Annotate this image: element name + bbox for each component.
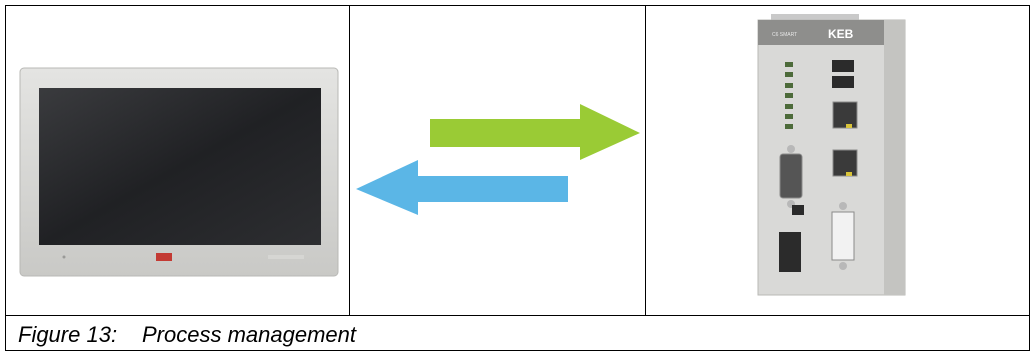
controller-top-strip <box>758 20 884 45</box>
figure-label: Figure 13: <box>18 322 118 347</box>
dvi-connector-icon <box>831 211 855 261</box>
bidirectional-arrows-illustration <box>356 104 640 215</box>
display-logo <box>156 253 172 261</box>
figure-frame <box>5 5 1030 351</box>
lan-port-icon <box>832 101 858 129</box>
bus-port-icon <box>832 149 858 177</box>
panel-cell-middle <box>350 6 645 315</box>
caption-divider <box>5 315 1030 316</box>
column-divider-1 <box>349 5 350 316</box>
termination-switch-icon <box>792 205 804 215</box>
can-connector-icon <box>779 153 803 199</box>
power-led-icon <box>62 255 66 259</box>
status-led-column <box>785 62 793 129</box>
model-logo: C6 SMART <box>772 32 797 38</box>
controller-module-illustration: KEB C6 SMART <box>757 14 906 296</box>
display-badge <box>268 255 304 259</box>
figure-title: Process management <box>142 322 356 347</box>
panel-cell-right: KEB C6 SMART <box>646 6 1029 315</box>
column-divider-2 <box>645 5 646 316</box>
arrow-right-icon <box>430 104 640 160</box>
usb-port-icon <box>832 60 854 88</box>
power-terminal-icon <box>779 232 801 272</box>
display-screen <box>39 88 321 245</box>
brand-logo: KEB <box>828 27 854 41</box>
controller-side <box>884 20 905 295</box>
touch-panel-illustration <box>19 67 339 277</box>
panel-cell-left <box>6 6 349 315</box>
arrow-left-icon <box>356 160 568 215</box>
figure-caption: Figure 13: Process management <box>18 322 356 348</box>
